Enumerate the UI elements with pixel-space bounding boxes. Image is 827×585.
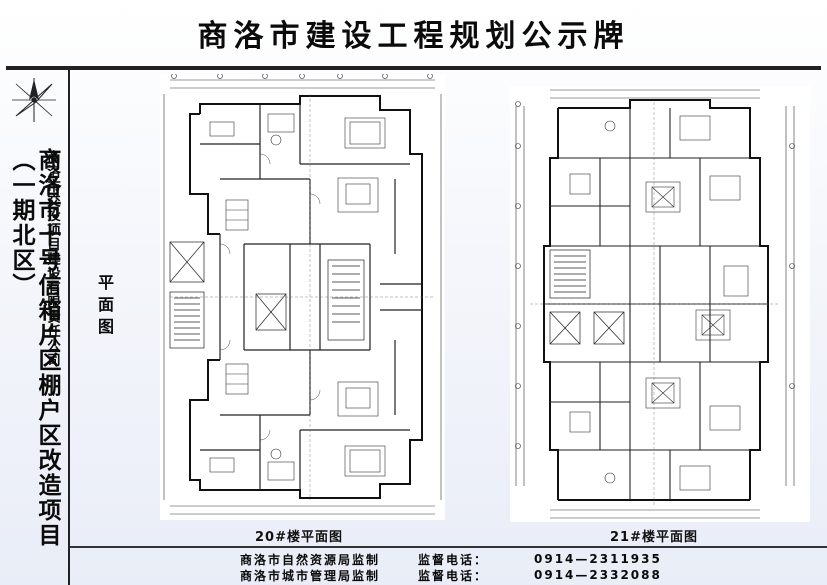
plan-21-caption: 21#楼平面图	[610, 530, 698, 545]
sidebar	[0, 70, 70, 585]
header: 商洛市建设工程规划公示牌	[0, 0, 827, 66]
hotline-label: 监督电话：	[418, 552, 489, 567]
hotline-number: 0914—2332088	[534, 568, 662, 582]
company-name: 商洛市交投项目建设有限责任公司	[44, 150, 60, 368]
footer-row: 商洛市自然资源局监制 监督电话： 0914—2311935	[240, 550, 827, 568]
supervising-bureau: 商洛市自然资源局监制	[240, 552, 381, 567]
footer-divider	[70, 546, 827, 548]
supervising-bureau: 商洛市城市管理局监制	[240, 568, 381, 583]
hotline-label: 监督电话：	[418, 568, 489, 583]
floor-plan-21	[510, 86, 810, 522]
hotline-number: 0914—2311935	[534, 552, 662, 566]
page-title: 商洛市建设工程规划公示牌	[197, 19, 630, 54]
project-name: 商洛市十号信箱片区棚户区改造项目（一期北区）	[8, 148, 60, 548]
compass-icon	[12, 78, 56, 122]
section-label: 平面图	[95, 274, 114, 340]
plan-20-caption: 20#楼平面图	[255, 530, 343, 545]
header-divider	[6, 66, 821, 70]
footer-row: 商洛市城市管理局监制 监督电话： 0914—2332088	[240, 566, 827, 584]
floor-plan-20	[160, 74, 445, 520]
